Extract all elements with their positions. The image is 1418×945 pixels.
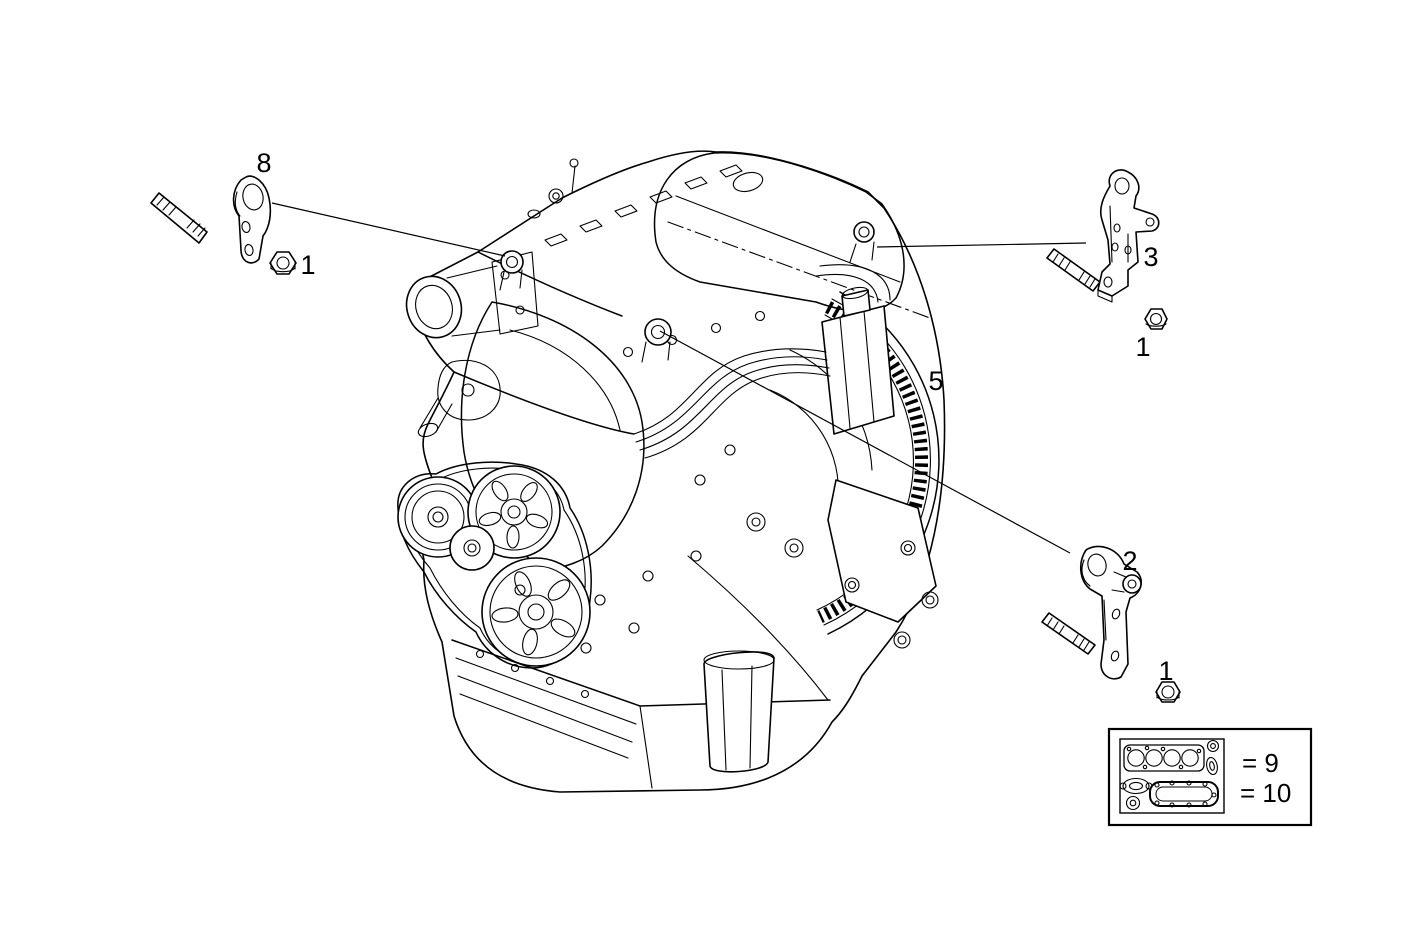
lifting-bracket-8-group [150,175,297,275]
leader-bracket-2 [659,330,1071,554]
valve-cover-gasket-icon [1149,780,1219,808]
head-tappet-boxes [544,164,743,247]
nut-1-top-left [269,251,297,275]
cylinder-head-gasket-icon [1123,744,1205,772]
lifting-bracket-2 [1080,545,1142,680]
block-edge [453,371,635,435]
round-seal-icon [1206,739,1220,753]
dipstick-and-bolt [527,158,579,219]
oil-filter [703,650,775,773]
engine-line-art [397,150,946,793]
legend-inner-box [1119,738,1225,814]
callout-1-right[interactable]: 1 [1135,332,1150,362]
callout-8[interactable]: 8 [256,148,271,178]
mounting-plate [827,479,939,649]
nut-1-right [1144,308,1168,330]
rear-lifting-eye [641,318,672,363]
callouts: 8 1 3 1 5 2 1 [256,148,1173,686]
tensioner-pulley [449,525,495,571]
oil-filler-hole [732,171,764,193]
callout-1-bottom[interactable]: 1 [1158,656,1173,686]
stud-8 [150,192,208,244]
o-ring-icon [1125,795,1141,811]
legend-label-10: = 10 [1240,778,1291,808]
legend-outer-box [1107,727,1313,827]
fan-pulley [467,465,561,559]
front-lifting-eye [499,250,524,291]
legend-label-9: = 9 [1242,748,1279,778]
stud-3 [1046,248,1101,292]
leader-bracket-3 [876,242,1087,248]
lifting-bracket-3-group [1046,169,1168,330]
stud-2 [1041,612,1096,655]
valve-cover [653,152,905,312]
timing-cover [460,301,645,571]
nut-1-bottom [1155,681,1181,703]
gasket-kit-legend: = 9 = 10 [1107,727,1313,827]
lifting-bracket-8 [232,175,272,264]
block-bolts [514,444,829,701]
cover-phantom-line [667,221,931,319]
leader-lines [271,202,1087,554]
intake-elbow [405,251,539,339]
right-lifting-eye [849,221,875,263]
leader-bracket-8 [271,202,506,257]
callout-1-top-left[interactable]: 1 [300,250,315,280]
crankshaft-pulley [481,557,591,667]
oval-seal-icon [1206,756,1218,776]
callout-3[interactable]: 3 [1143,242,1158,272]
lifting-bracket-3 [1097,169,1160,303]
lifting-bracket-2-group [1041,545,1181,703]
fuel-filter [815,264,895,435]
callout-5[interactable]: 5 [928,366,943,396]
callout-2[interactable]: 2 [1122,546,1137,576]
timing-cover-accent [509,329,621,431]
